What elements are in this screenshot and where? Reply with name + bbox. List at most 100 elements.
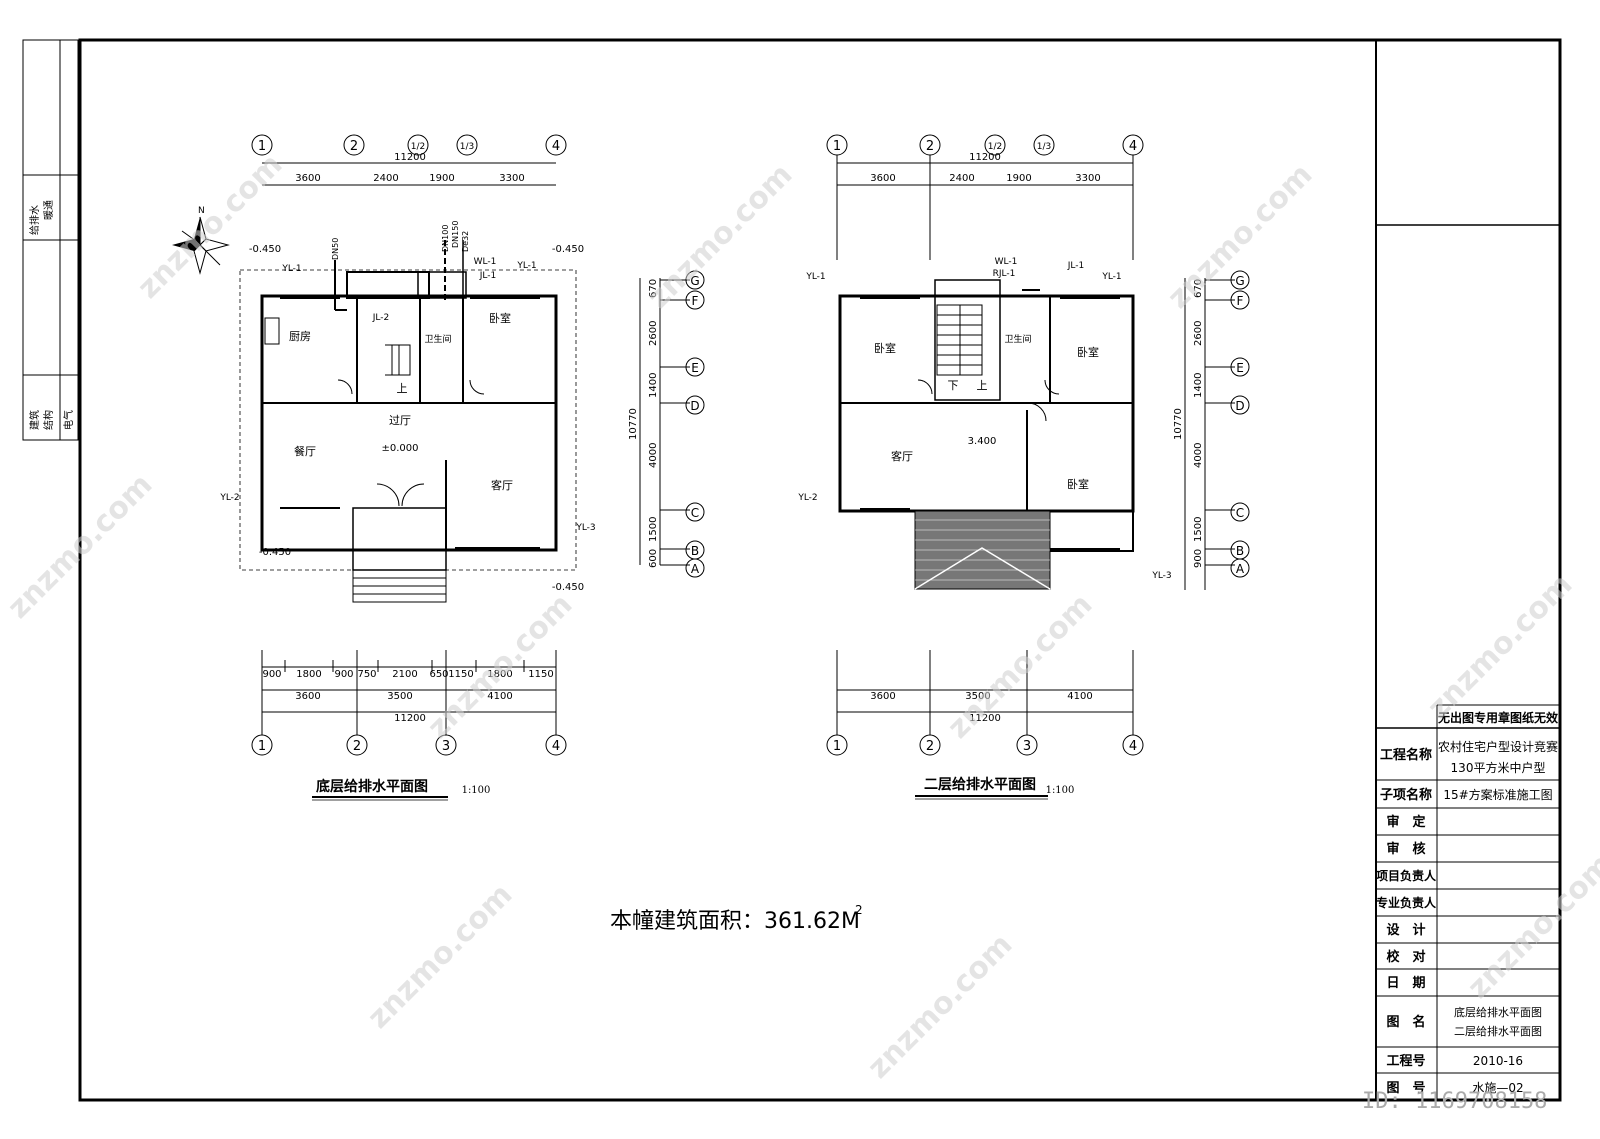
svg-text:D: D [1235,399,1244,413]
p1-room-dining: 餐厅 [294,444,316,458]
p2-total-right: 10770 [1173,408,1184,440]
tb-row-approve: 审 定 [1386,814,1425,830]
p1-total-bottom: 11200 [394,713,426,724]
p2-pipe-yl1b: YL-1 [1101,272,1121,282]
p2-axis-bottom-2: 2 [919,734,941,756]
p2-dim-top-3: 1900 [1006,173,1031,184]
svg-text:D: D [690,399,699,413]
svg-text:2: 2 [926,139,934,154]
p1-room-kitchen: 厨房 [289,330,311,343]
p1-axis-bottom-3: 3 [435,734,457,756]
subitem-label: 子项名称 [1380,787,1432,803]
p1-room-bath: 卫生间 [424,333,451,345]
tb-row-check: 校 对 [1386,949,1425,965]
sheet-label: 图 号 [1386,1081,1425,1096]
p1-pipe-wl1: WL-1 [474,257,497,267]
project-no-label: 工程号 [1386,1054,1425,1069]
p1-dim-top-1: 3600 [295,173,320,184]
watermark-overlay: znzmo.com znzmo.com znzmo.com znzmo.com … [1,147,1600,1086]
tb-row-design: 设 计 [1386,922,1425,938]
north-label: N [198,206,205,216]
svg-text:4: 4 [1129,739,1137,754]
p1-axis-bottom-4: 4 [545,734,567,756]
p2-axis-bottom-3: 3 [1016,734,1038,756]
p2-room-bath: 卫生间 [1004,333,1031,345]
drawing-label: 图 名 [1386,1014,1425,1030]
plan-second-floor [836,155,1235,735]
p2-dim-top-1: 3600 [870,173,895,184]
p2-dim-right-6: 900 [1193,549,1204,568]
p1-dim-top-3: 1900 [429,173,454,184]
svg-text:4: 4 [552,739,560,754]
p1-dim-right-5: 1500 [648,517,659,542]
p1-scale: 1:100 [462,785,491,796]
p2-axis-right-g: G [1230,270,1250,290]
p2-room-bedroom-br: 卧室 [1067,477,1089,491]
svg-text:1: 1 [833,139,841,154]
p2-axis-right-c: C [1230,502,1250,522]
sheet-border [78,38,1562,1102]
p2-dim-right-5: 1500 [1193,517,1204,542]
p1-pipe-dn150: DN150 [451,221,460,248]
p2-axis-right-e: E [1230,357,1250,377]
p1-level-tl: -0.450 [249,244,281,255]
p2-axis-right-f: F [1230,290,1250,310]
p1-axis-labels: 1 2 1/2 1/3 4 11200 3600 2400 1900 3300 … [219,134,705,801]
p1-dim-top-4: 3300 [499,173,524,184]
p1-total-right: 10770 [628,408,639,440]
p1-axis-top-2: 2 [343,134,365,156]
title-block [1375,40,1560,1100]
side-label-elec: 电气 [62,410,75,430]
svg-text:znzmo.com: znzmo.com [641,157,800,316]
p2-axis-top-1-3: 1/3 [1033,134,1055,156]
no-stamp-note: 无出图专用章图纸无效 [1437,710,1559,725]
p2-axis-bottom-1: 1 [826,734,848,756]
p1-pipe-jl1: JL-1 [479,271,496,281]
tb-row-date: 日 期 [1386,976,1425,991]
side-label-hvac: 暖通 [42,200,55,220]
svg-text:G: G [690,274,699,288]
svg-text:znzmo.com: znzmo.com [941,587,1100,746]
p2-axis-right-d: D [1230,395,1250,415]
plan-ground-floor [239,162,690,735]
p1-pipe-yl3: YL-3 [575,523,595,533]
p1-dim-right-1: 670 [648,279,659,298]
p1-level-zero: ±0.000 [381,443,418,454]
side-stamp-labels: 给排水 暖通 建筑 结构 电气 [28,200,75,430]
svg-text:B: B [691,544,699,558]
p1-level-bl: -0.450 [259,547,291,558]
svg-text:3: 3 [442,739,450,754]
p1-axis-right-e: E [685,357,705,377]
p1-pipe-jl2: JL-2 [372,313,389,323]
p2-axis-top-4: 4 [1122,134,1144,156]
p2-dim-right-2: 2600 [1193,321,1204,346]
svg-text:A: A [1236,562,1245,576]
p2-dim-b1-1: 3600 [870,691,895,702]
p1-axis-right-c: C [685,502,705,522]
svg-text:2: 2 [926,739,934,754]
svg-text:znzmo.com: znzmo.com [861,927,1020,1086]
p2-axis-right-a: A [1230,558,1250,578]
p1-dim-b1-4: 750 [357,669,376,680]
p2-dim-right-1: 670 [1193,279,1204,298]
watermark-id: ID: 1169708158 [1362,1089,1547,1114]
p1-dim-right-4: 4000 [648,443,659,468]
p1-pipe-yl1b: YL-1 [516,261,536,271]
project-value-2: 130平方米中户型 [1451,760,1546,775]
svg-text:3: 3 [1023,739,1031,754]
p1-dim-right-2: 2600 [648,321,659,346]
svg-text:4: 4 [1129,139,1137,154]
tb-row-lead: 专业负责人 [1376,895,1437,910]
svg-text:1/3: 1/3 [1037,142,1051,152]
p2-room-bedroom-left: 卧室 [874,341,896,355]
p1-pipe-yl2: YL-2 [219,493,239,503]
p1-room-living: 客厅 [491,478,513,492]
p2-dim-top-2: 2400 [949,173,974,184]
p2-pipe-rjl1: RJL-1 [993,269,1016,279]
p1-room-hall: 过厅 [389,414,411,427]
svg-text:1: 1 [258,739,266,754]
p2-room-living: 客厅 [891,449,913,463]
p2-pipe-yl1a: YL-1 [805,272,825,282]
subitem-value: 15#方案标准施工图 [1443,787,1552,802]
